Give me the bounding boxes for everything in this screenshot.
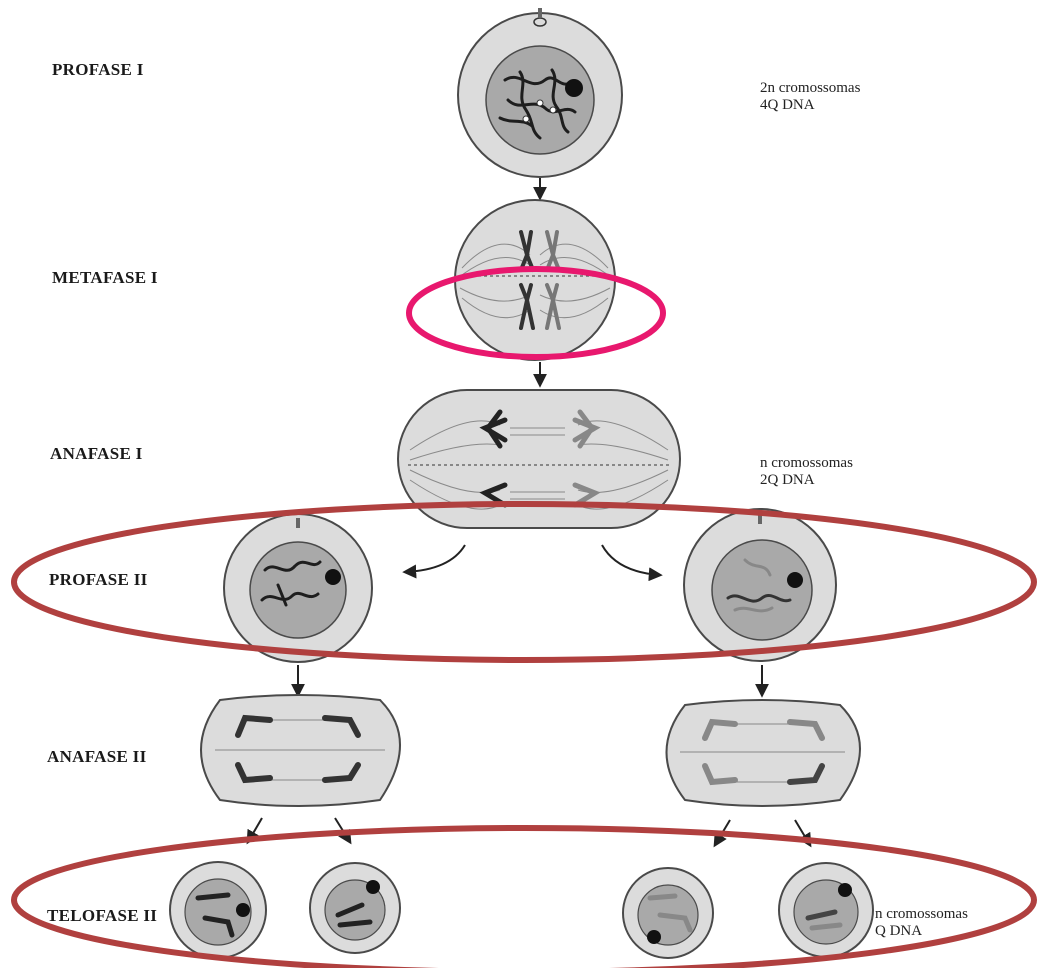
annotation-haploid-2q: n cromossomas 2Q DNA <box>760 455 853 489</box>
telofase-2-cell-4 <box>779 863 873 957</box>
annotation-haploid-2q-chromosomes: n cromossomas <box>760 455 853 472</box>
annotation-haploid-q-chromosomes: n cromossomas <box>875 906 968 923</box>
telofase-2-cell-1 <box>170 862 266 958</box>
telofase-2-cell-2 <box>310 863 400 953</box>
stage-label-telofase-2: TELOFASE II <box>47 906 157 926</box>
anafase-2-right-cell <box>667 700 861 806</box>
profase-2-left-cell <box>224 514 372 662</box>
anafase-2-left-cell <box>201 695 400 806</box>
metafase-1-cell <box>455 200 615 360</box>
stage-label-profase-1: PROFASE I <box>52 60 144 80</box>
annotation-haploid-q: n cromossomas Q DNA <box>875 906 968 940</box>
annotation-diploid-chromosomes: 2n cromossomas <box>760 80 860 97</box>
stage-label-profase-2: PROFASE II <box>49 570 148 590</box>
stage-label-anafase-1: ANAFASE I <box>50 444 143 464</box>
highlight-telofase-2 <box>14 828 1034 968</box>
annotation-diploid-dna: 4Q DNA <box>760 97 860 114</box>
arrow-left <box>405 545 465 572</box>
annotation-diploid: 2n cromossomas 4Q DNA <box>760 80 860 114</box>
annotation-haploid-q-dna: Q DNA <box>875 923 968 940</box>
stage-label-anafase-2: ANAFASE II <box>47 747 147 767</box>
annotation-haploid-2q-dna: 2Q DNA <box>760 472 853 489</box>
stage-label-metafase-1: METAFASE I <box>52 268 158 288</box>
profase-1-cell <box>458 8 622 177</box>
arrow-right <box>602 545 660 575</box>
telofase-2-cell-3 <box>623 868 713 958</box>
profase-2-right-cell <box>684 509 836 661</box>
nucleolus <box>565 79 583 97</box>
